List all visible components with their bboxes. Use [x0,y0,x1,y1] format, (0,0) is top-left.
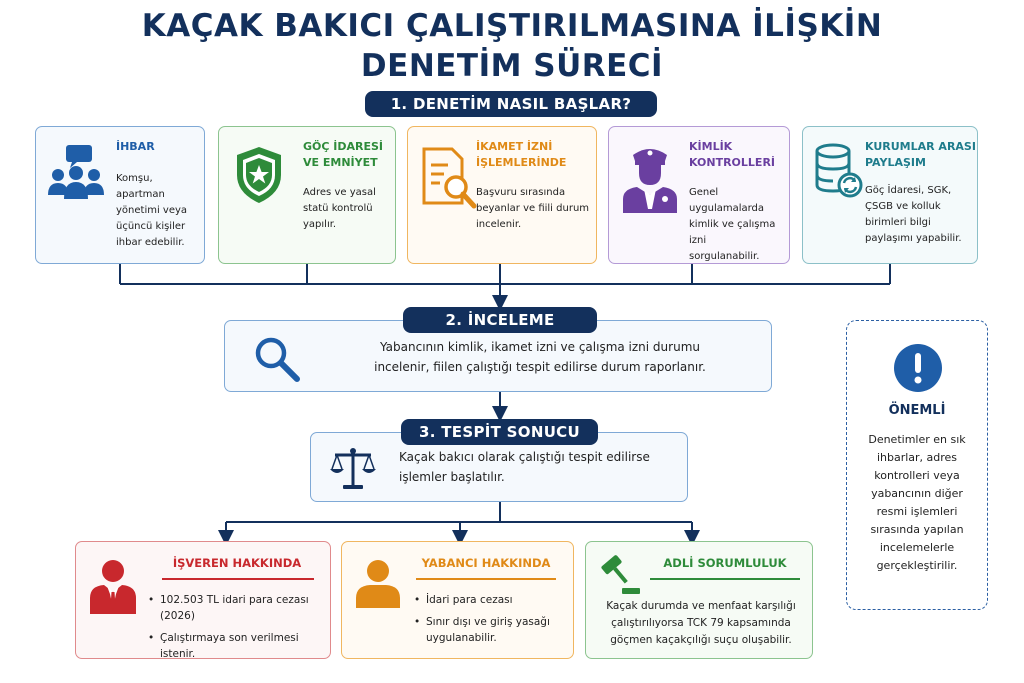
note-title: ÖNEMLİ [888,403,946,418]
police-officer-icon [623,149,677,213]
title-line-1: KAÇAK BAKICI ÇALIŞTIRILMASINA İLİŞKİN [141,8,883,44]
result-isveren: İŞVEREN HAKKINDA 102.503 TL idari para c… [75,541,331,660]
card-title: GÖÇ İDARESİ VE EMNİYET [303,140,384,169]
divider [416,578,556,580]
result-yabanci: YABANCI HAKKINDA İdari para cezası Sınır… [341,541,574,659]
police-badge-icon [237,147,281,203]
magnifier-icon [255,337,300,382]
scales-of-justice-icon [330,448,376,489]
important-note: ÖNEMLİ Denetimler en sık ihbarlar, adres… [846,320,988,610]
list-item: Sınır dışı ve giriş yasağı uygulanabilir… [414,614,564,646]
divider [162,578,314,580]
list-item: Çalıştırmaya son verilmesi istenir. [148,630,330,662]
divider [650,578,800,580]
card-description: Başvuru sırasında beyanlar ve fiili duru… [476,187,590,230]
document-search-icon [422,147,477,209]
card-ikamet-izni: İKAMET İZNİ İŞLEMLERİNDE Başvuru sırasın… [407,126,597,264]
card-description: Göç İdaresi, SGK, ÇSGB ve kolluk birimle… [865,185,962,244]
person-icon [356,560,400,608]
gavel-icon [601,555,640,594]
card-title: KİMLİK KONTROLLERİ [689,140,776,169]
result-title: YABANCI HAKKINDA [421,556,551,570]
result-adli-sorumluluk: ADLİ SORUMLULUK Kaçak durumda ve menfaat… [585,541,813,659]
result-list: 102.503 TL idari para cezası (2026) Çalı… [148,592,330,668]
card-title: KURUMLAR ARASI PAYLAŞIM [865,140,976,169]
title-line-2: DENETİM SÜRECİ [360,48,664,84]
result-list: İdari para cezası Sınır dışı ve giriş ya… [414,592,564,652]
card-goc-idaresi: GÖÇ İDARESİ VE EMNİYET Adres ve yasal st… [218,126,396,264]
step-2-label: 2. İNCELEME [403,307,597,333]
card-kimlik-kontrolleri: KİMLİK KONTROLLERİ Genel uygulamalarda k… [608,126,790,264]
page-title: KAÇAK BAKICI ÇALIŞTIRILMASINA İLİŞKİN DE… [0,6,1024,86]
step-3-description: Kaçak bakıcı olarak çalıştığı tespit edi… [399,450,650,484]
result-title: ADLİ SORUMLULUK [663,556,787,570]
step-1-label: 1. DENETİM NASIL BAŞLAR? [365,91,657,117]
note-text: Denetimler en sık ihbarlar, adres kontro… [868,433,966,572]
card-ihbar: İHBAR Komşu, apartman yönetimi veya üçün… [35,126,205,264]
step-2-description: Yabancının kimlik, ikamet izni ve çalışm… [374,340,706,374]
list-item: 102.503 TL idari para cezası (2026) [148,592,330,624]
employer-icon [90,560,136,614]
card-description: Genel uygulamalarda kimlik ve çalışma iz… [689,187,776,262]
people-speech-icon [48,145,104,199]
exclamation-icon [894,344,942,392]
list-item: İdari para cezası [414,592,564,608]
card-description: Adres ve yasal statü kontrolü yapılır. [303,187,376,230]
card-description: Komşu, apartman yönetimi veya üçüncü kiş… [116,173,188,248]
step-3-label: 3. TESPİT SONUCU [401,419,598,445]
result-description: Kaçak durumda ve menfaat karşılığı çalış… [606,600,796,646]
result-title: İŞVEREN HAKKINDA [172,556,302,570]
card-title: İKAMET İZNİ İŞLEMLERİNDE [476,140,567,169]
card-title: İHBAR [116,140,155,153]
card-kurumlar-arasi: KURUMLAR ARASI PAYLAŞIM Göç İdaresi, SGK… [802,126,978,264]
database-sync-icon [815,143,863,198]
